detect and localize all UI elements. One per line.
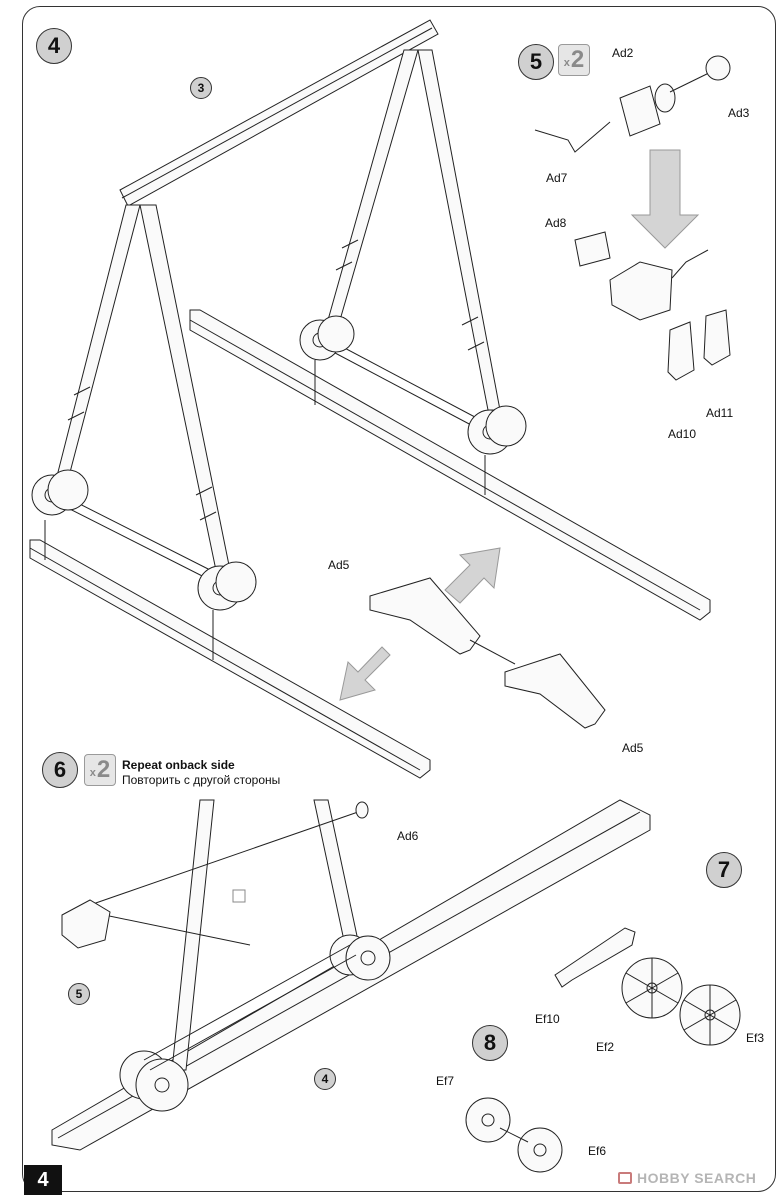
step6-drawing	[51, 799, 651, 1151]
ref-3: 3	[190, 77, 212, 99]
multiplier-count: 2	[96, 756, 111, 783]
label-ef6: Ef6	[588, 1144, 607, 1158]
arrow-down-left	[339, 646, 391, 701]
step-6-number: 6	[42, 752, 78, 788]
instruction-russian: Повторить с другой стороны	[122, 773, 281, 787]
multiplier-x: x	[89, 767, 96, 779]
label-ad11: Ad11	[706, 406, 734, 420]
page-number: 4	[24, 1165, 62, 1195]
label-ad3: Ad3	[728, 106, 750, 120]
label-ef7: Ef7	[436, 1074, 455, 1088]
watermark: HOBBY SEARCH	[618, 1170, 756, 1186]
label-ef10: Ef10	[535, 1012, 560, 1026]
label-ef2: Ef2	[596, 1040, 615, 1054]
ad5-pieces-drawing	[369, 577, 606, 729]
label-ad5-bottom: Ad5	[622, 741, 644, 755]
winch-drawing	[534, 55, 731, 381]
label-ad6: Ad6	[397, 829, 419, 843]
arrow-down	[630, 149, 700, 249]
arrow-up-right	[444, 547, 501, 604]
instruction-english: Repeat onback side	[122, 758, 235, 772]
watermark-text: HOBBY SEARCH	[637, 1170, 757, 1186]
label-ad2: Ad2	[612, 46, 634, 60]
step8-drawing	[465, 1097, 563, 1173]
ref-5: 5	[68, 983, 90, 1005]
multiplier-x: x	[563, 57, 570, 69]
page-frame	[22, 6, 776, 1192]
step-7-number: 7	[706, 852, 742, 888]
label-ef3: Ef3	[746, 1031, 765, 1045]
rails-drawing	[29, 309, 711, 779]
label-ad5-top: Ad5	[328, 558, 350, 572]
step-5-number: 5	[518, 44, 554, 80]
step-6-instruction: Repeat onback side Повторить с другой ст…	[122, 758, 280, 788]
label-ad10: Ad10	[668, 427, 697, 441]
step7-drawing	[554, 927, 741, 1046]
label-ad8: Ad8	[545, 216, 567, 230]
step-8-number: 8	[472, 1025, 508, 1061]
step-4-number: 4	[36, 28, 72, 64]
gantry-crane-drawing	[31, 19, 527, 611]
ref-4: 4	[314, 1068, 336, 1090]
camera-icon	[618, 1172, 632, 1184]
label-ad7: Ad7	[546, 171, 568, 185]
multiplier-count: 2	[570, 46, 585, 73]
